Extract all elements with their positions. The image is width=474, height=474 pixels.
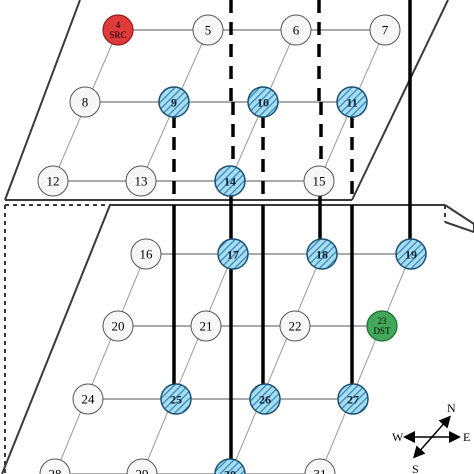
upper-grid-edges bbox=[52, 29, 386, 182]
node-circle bbox=[158, 86, 190, 118]
node-27: 27 bbox=[337, 383, 369, 415]
node-26: 26 bbox=[249, 383, 281, 415]
compass-east-label: E bbox=[463, 430, 470, 444]
node-label: 29 bbox=[136, 467, 149, 474]
node-30: 30 bbox=[214, 458, 246, 474]
node-17: 17 bbox=[217, 238, 249, 270]
node-9: 9 bbox=[158, 86, 190, 118]
node-label: 8 bbox=[82, 95, 89, 110]
node-8: 8 bbox=[69, 86, 101, 118]
node-label: 18 bbox=[316, 248, 328, 262]
node-label: 13 bbox=[135, 174, 148, 189]
node-label: 15 bbox=[313, 174, 326, 189]
node-label: 27 bbox=[347, 393, 359, 407]
node-label: 22 bbox=[289, 319, 302, 334]
node-circle bbox=[190, 310, 222, 342]
node-22: 22 bbox=[279, 310, 311, 342]
node-label: 6 bbox=[293, 23, 300, 38]
node-circle bbox=[306, 238, 338, 270]
vertical-routes bbox=[172, 0, 412, 474]
node-label: 4 bbox=[116, 20, 121, 30]
node-circle bbox=[214, 458, 246, 474]
node-circle bbox=[125, 165, 157, 197]
node-label: 30 bbox=[224, 468, 236, 474]
node-circle bbox=[249, 383, 281, 415]
node-label: 17 bbox=[227, 248, 239, 262]
node-circle bbox=[247, 86, 279, 118]
node-circle bbox=[102, 14, 134, 46]
compass-north-label: N bbox=[447, 401, 456, 415]
node-13: 13 bbox=[125, 165, 157, 197]
node-label: 28 bbox=[49, 467, 62, 474]
node-circle bbox=[366, 310, 398, 342]
node-label: 12 bbox=[47, 174, 60, 189]
node-circle bbox=[192, 14, 224, 46]
node-circle bbox=[37, 165, 69, 197]
node-10: 10 bbox=[247, 86, 279, 118]
node-31: 31 bbox=[304, 458, 336, 474]
node-28: 28 bbox=[39, 458, 71, 474]
node-circle bbox=[303, 165, 335, 197]
node-circle bbox=[126, 458, 158, 474]
node-label: 24 bbox=[82, 392, 96, 407]
lower-layer-plane bbox=[1, 204, 474, 474]
node-circle bbox=[102, 310, 134, 342]
node-21: 21 bbox=[190, 310, 222, 342]
upper-layer-plane bbox=[4, 0, 449, 201]
node-circle bbox=[130, 238, 162, 270]
node-circle bbox=[337, 383, 369, 415]
node-label: 5 bbox=[205, 23, 212, 38]
node-circle bbox=[214, 165, 246, 197]
node-circle bbox=[304, 458, 336, 474]
node-7: 7 bbox=[369, 14, 401, 46]
node-label: 11 bbox=[346, 96, 357, 110]
compass-south-label: S bbox=[412, 462, 419, 474]
node-24: 24 bbox=[72, 383, 104, 415]
node-circle bbox=[280, 14, 312, 46]
lower-grid-edges bbox=[54, 253, 412, 474]
node-19: 19 bbox=[395, 238, 427, 270]
node-label: 7 bbox=[382, 23, 389, 38]
node-14: 14 bbox=[214, 165, 246, 197]
node-circle bbox=[336, 86, 368, 118]
node-label: 31 bbox=[314, 467, 327, 474]
node-12: 12 bbox=[37, 165, 69, 197]
node-circle bbox=[395, 238, 427, 270]
node-tag-label: SRC bbox=[109, 30, 126, 40]
node-label: 19 bbox=[405, 248, 417, 262]
node-label: 14 bbox=[224, 175, 236, 189]
node-label: 9 bbox=[171, 96, 177, 110]
node-tag-label: DST bbox=[373, 326, 391, 336]
node-circle bbox=[160, 383, 192, 415]
node-label: 20 bbox=[112, 319, 125, 334]
node-25: 25 bbox=[160, 383, 192, 415]
node-label: 16 bbox=[140, 247, 154, 262]
node-29: 29 bbox=[126, 458, 158, 474]
node-circle bbox=[369, 14, 401, 46]
node-label: 21 bbox=[200, 319, 213, 334]
node-15: 15 bbox=[303, 165, 335, 197]
node-18: 18 bbox=[306, 238, 338, 270]
node-circle bbox=[279, 310, 311, 342]
node-circle bbox=[69, 86, 101, 118]
compass-west-label: W bbox=[392, 430, 404, 444]
node-11: 11 bbox=[336, 86, 368, 118]
node-label: 23 bbox=[378, 316, 388, 326]
node-circle bbox=[39, 458, 71, 474]
node-16: 16 bbox=[130, 238, 162, 270]
node-5: 5 bbox=[192, 14, 224, 46]
node-6: 6 bbox=[280, 14, 312, 46]
node-circle bbox=[72, 383, 104, 415]
node-label: 26 bbox=[259, 393, 271, 407]
compass-rose: N E S W bbox=[392, 401, 470, 474]
node-20: 20 bbox=[102, 310, 134, 342]
node-label: 10 bbox=[257, 96, 269, 110]
node-circle bbox=[217, 238, 249, 270]
node-label: 25 bbox=[170, 393, 182, 407]
